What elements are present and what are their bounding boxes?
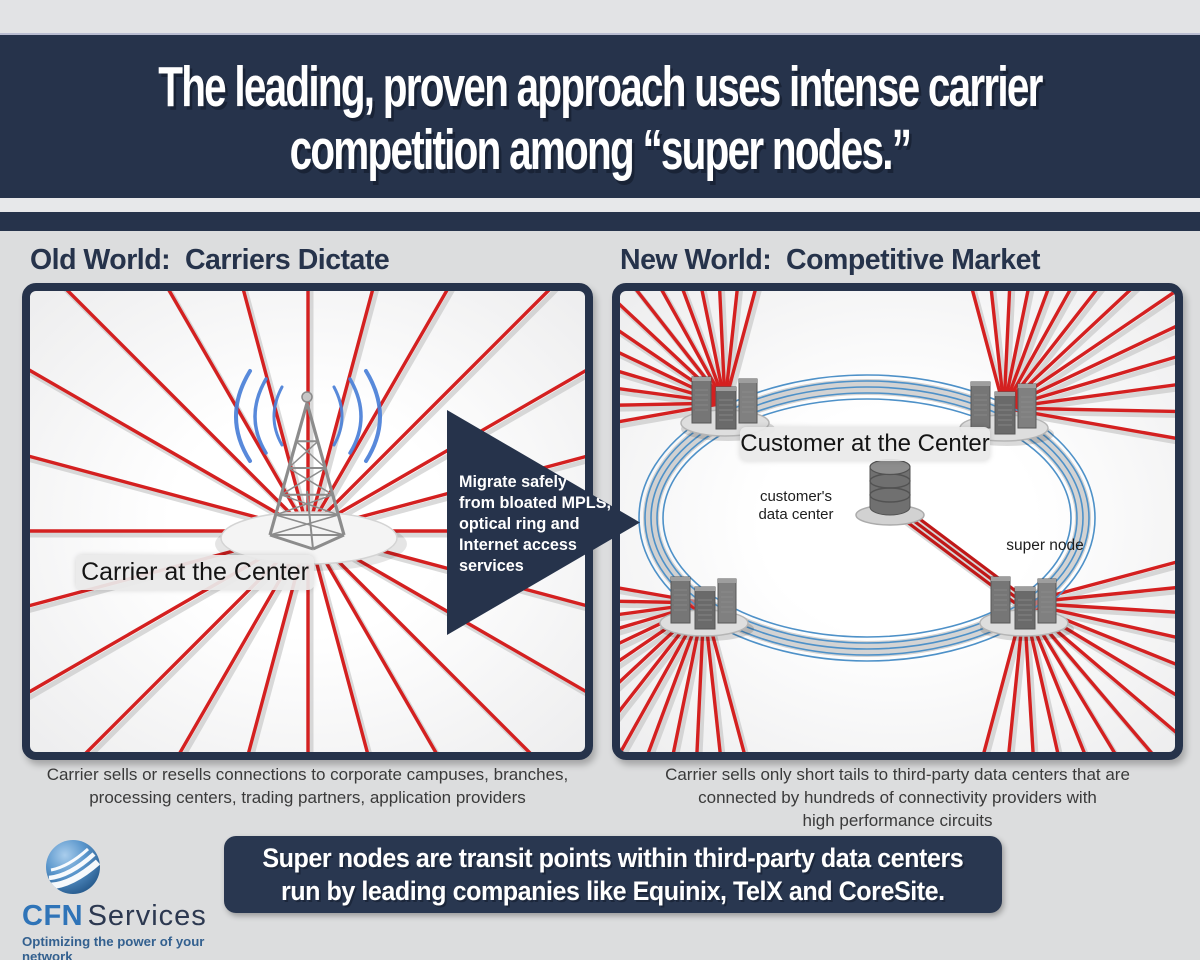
super-node-banner-text: Super nodes are transit points within th… xyxy=(263,842,964,908)
logo-brand: CFN xyxy=(22,900,84,932)
logo-brand2-text: Services xyxy=(87,900,207,932)
old-world-caption: Carrier sells or resells connections to … xyxy=(22,763,593,809)
headline-text: The leading, proven approach uses intens… xyxy=(158,54,1043,181)
new-caption-line3: high performance circuits xyxy=(802,811,993,830)
customer-center-label: Customer at the Center xyxy=(740,427,990,461)
footer-note-line1: Super nodes are transit points within th… xyxy=(262,842,964,873)
migrate-line4: Internet access xyxy=(459,536,577,554)
migrate-line5: services xyxy=(459,557,524,575)
divider-navy-strip xyxy=(0,212,1200,231)
migrate-line1: Migrate safely xyxy=(459,473,567,491)
customer-data-center-line2: data center xyxy=(758,506,834,523)
divider-gap-strip xyxy=(0,198,1200,212)
logo-wordmark: CFN Services xyxy=(22,900,233,933)
logo-tagline: Optimizing the power of your network xyxy=(22,934,205,960)
carrier-center-label: Carrier at the Center xyxy=(76,555,314,590)
old-world-title: Old World: Carriers Dictate xyxy=(30,244,390,276)
headline-banner: The leading, proven approach uses intens… xyxy=(0,33,1200,200)
new-world-panel xyxy=(612,283,1183,760)
new-caption-line2: connected by hundreds of connectivity pr… xyxy=(698,788,1097,807)
cfn-globe-icon xyxy=(46,840,100,894)
migrate-arrow-text: Migrate safely from bloated MPLS, optica… xyxy=(459,472,614,577)
old-caption-line1: Carrier sells or resells connections to … xyxy=(46,765,569,784)
customer-data-center-label: customer's data center xyxy=(745,488,847,524)
super-node-banner: Super nodes are transit points within th… xyxy=(224,836,1002,913)
footer-note-line2: run by leading companies like Equinix, T… xyxy=(281,875,945,906)
server-stack-icon xyxy=(620,291,1175,752)
headline-line2: competition among “super nodes.” xyxy=(289,117,912,181)
top-margin-strip xyxy=(0,0,1200,33)
new-caption-line1: Carrier sells only short tails to third-… xyxy=(665,765,1130,784)
headline-line1: The leading, proven approach uses intens… xyxy=(158,54,1043,118)
old-caption-line2: processing centers, trading partners, ap… xyxy=(89,788,526,807)
migrate-line3: optical ring and xyxy=(459,515,580,533)
new-world-caption: Carrier sells only short tails to third-… xyxy=(612,763,1183,832)
new-world-title: New World: Competitive Market xyxy=(620,244,1040,276)
migrate-line2: from bloated MPLS, xyxy=(459,494,611,512)
super-node-label: super node xyxy=(1006,537,1084,554)
cfn-services-logo: CFN Services Optimizing the power of you… xyxy=(20,838,235,960)
customer-data-center-line1: customer's xyxy=(759,488,833,505)
